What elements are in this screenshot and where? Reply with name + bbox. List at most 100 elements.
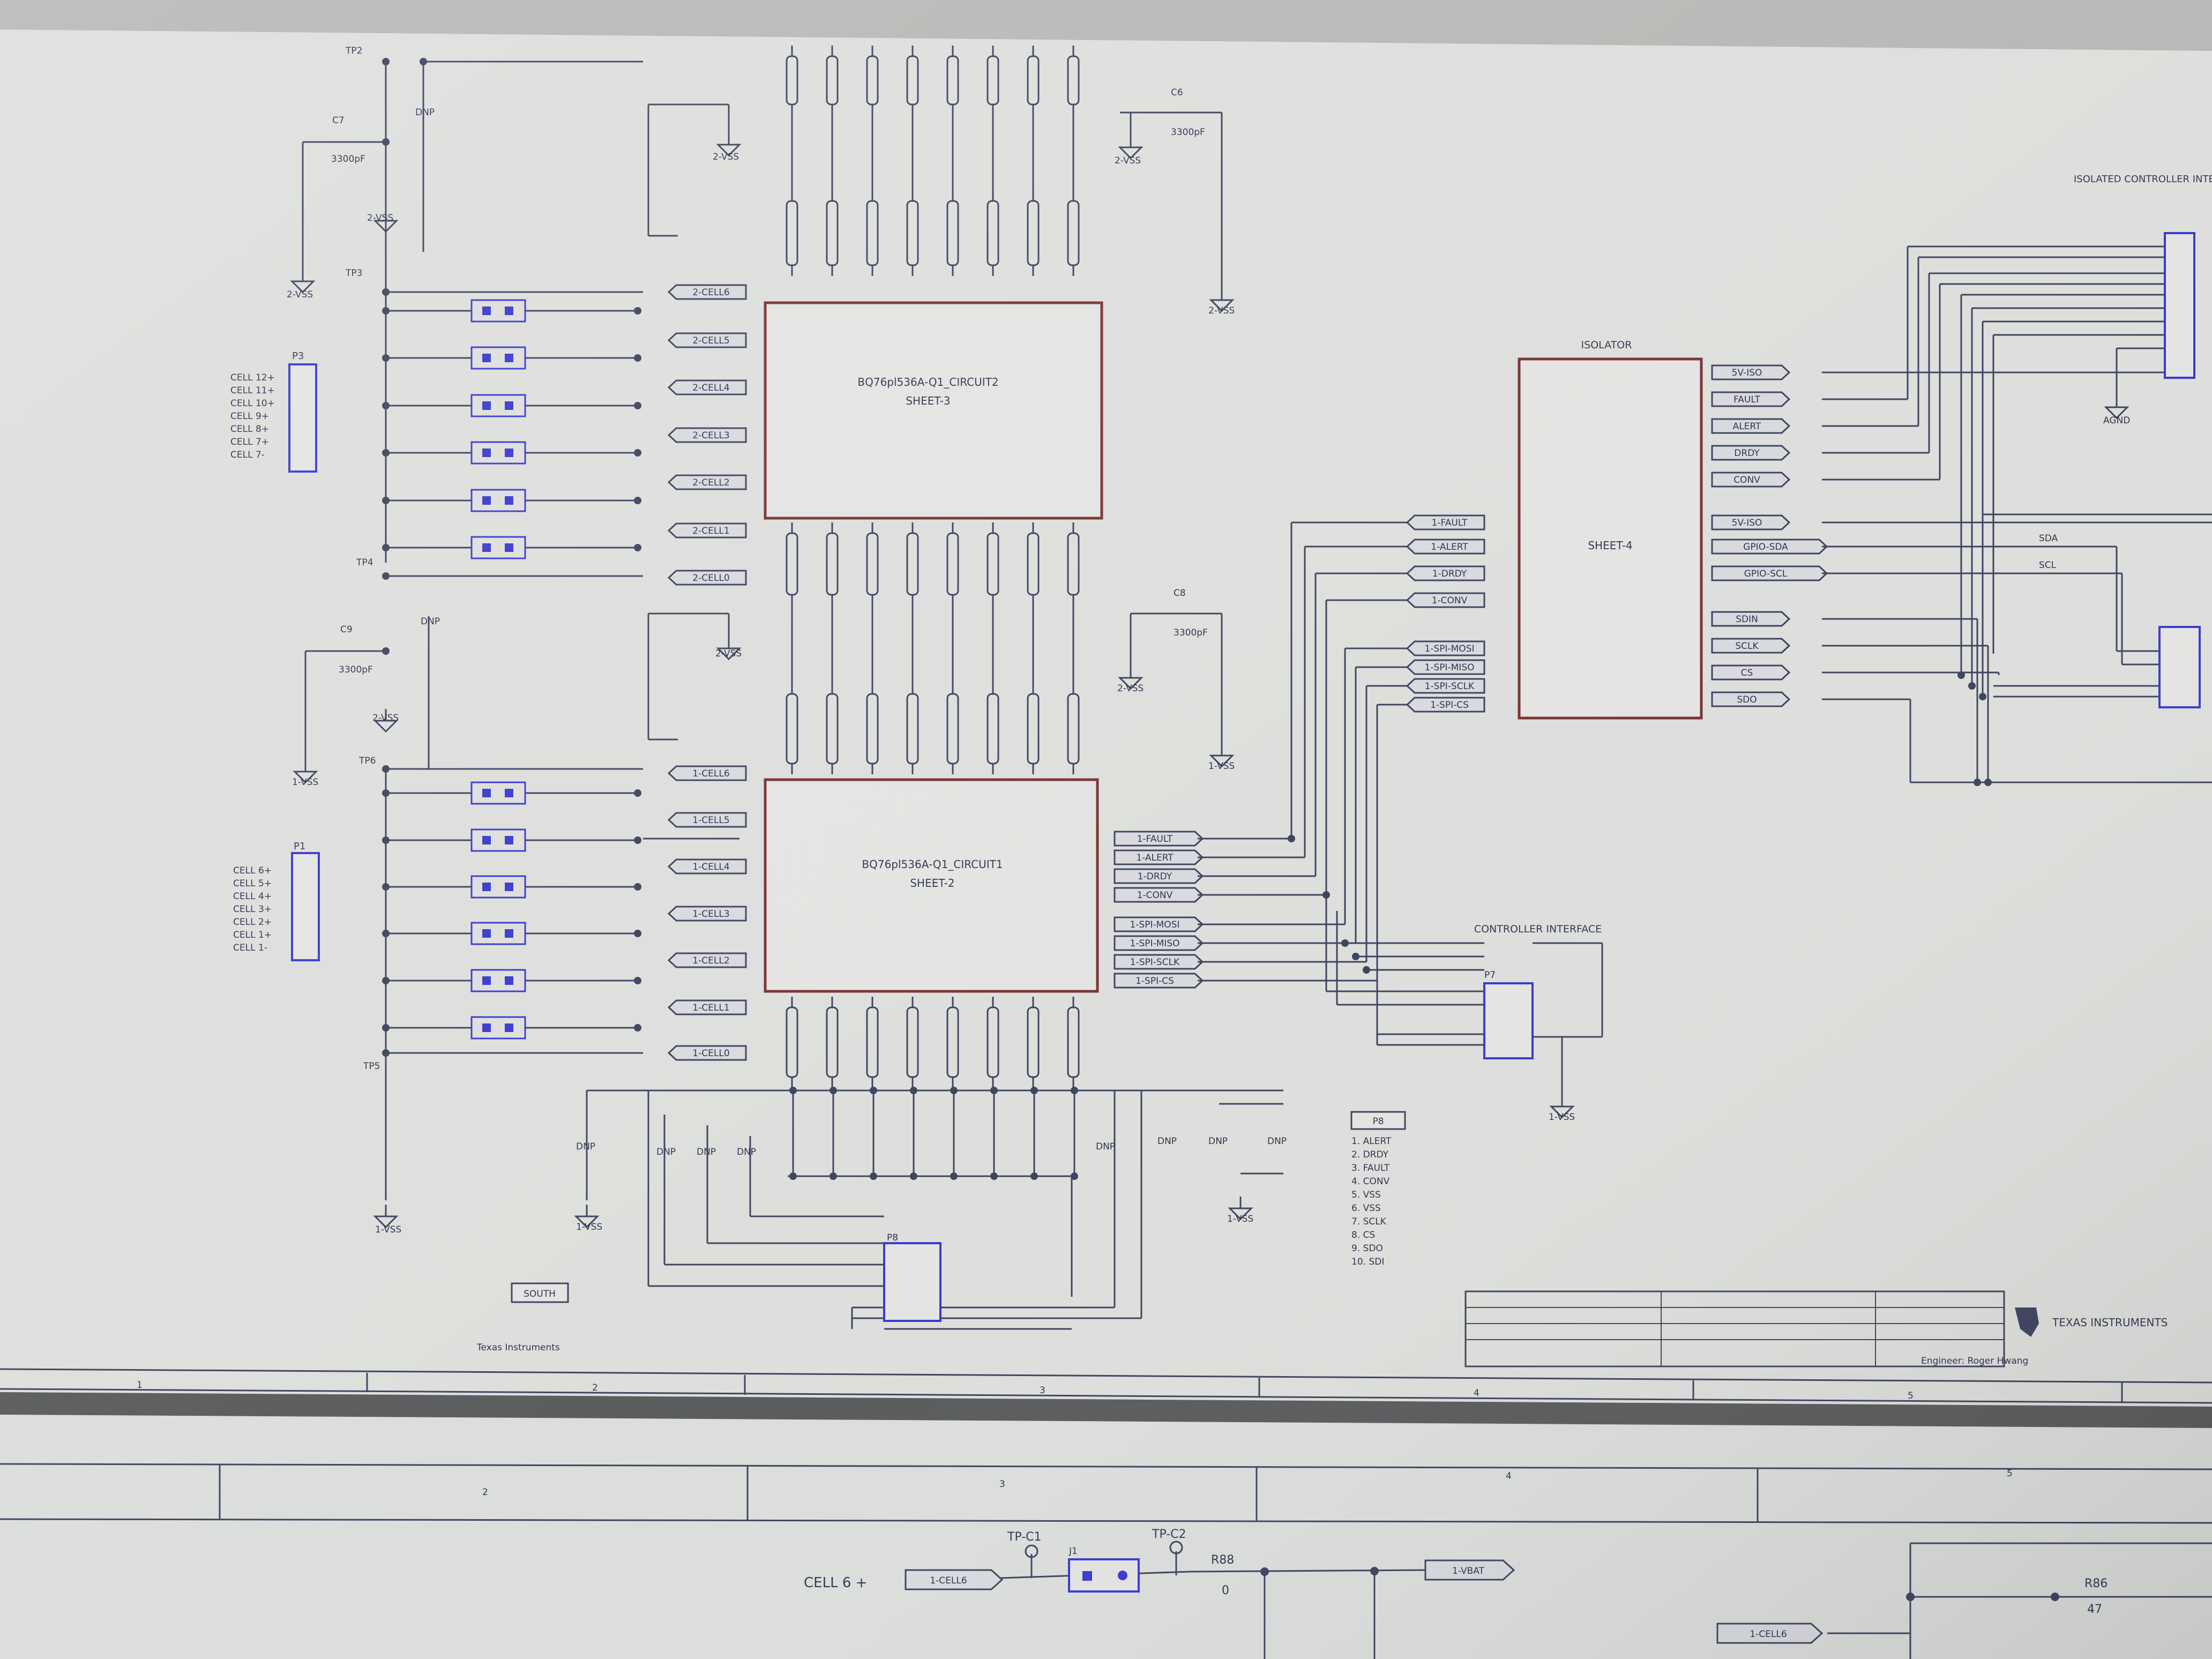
- ground-label: 2-VSS: [1115, 155, 1141, 166]
- p3-pin-label: CELL 9+: [230, 411, 269, 422]
- p1-pin-label: CELL 5+: [233, 878, 272, 889]
- p3-ref: P3: [292, 350, 304, 362]
- title-block-frame: [1464, 1290, 2005, 1367]
- pin-legend-item: 4. CONV: [1351, 1176, 1390, 1187]
- signal-label-sda: SDA: [2039, 533, 2058, 544]
- south-tag: SOUTH: [524, 1289, 556, 1299]
- isolated-interface-label: ISOLATED CONTROLLER INTERFACE: [2074, 174, 2212, 185]
- frame-number: 1: [137, 1380, 143, 1391]
- p7-ref: P7: [1484, 970, 1496, 981]
- pin-legend-item: 3. FAULT: [1351, 1163, 1390, 1174]
- test-point-label: TP5: [363, 1061, 380, 1072]
- p1-pin-label: CELL 6+: [233, 865, 272, 876]
- frame-number: 5: [2007, 1468, 2013, 1479]
- ground-label: 2-VSS: [1117, 683, 1144, 694]
- test-point-label: TP4: [356, 557, 373, 568]
- p1-pin-label: CELL 1+: [233, 930, 272, 940]
- cap-value: 3300pF: [339, 664, 373, 675]
- ground-label: 2-VSS: [715, 648, 742, 659]
- connector-p1: [291, 852, 320, 961]
- dnp-tags: DNP DNP DNP DNP DNP DNP DNP DNP DNP DNP: [415, 107, 1287, 1157]
- jumper-j1-label: J1: [1068, 1546, 1078, 1557]
- jumper-j1-pin: [1118, 1571, 1127, 1580]
- ground-label: 1-VSS: [1208, 761, 1235, 772]
- frame-number: 4: [1506, 1471, 1512, 1482]
- disclaimer-company: Texas Instruments: [476, 1342, 560, 1353]
- test-point-label: TP6: [358, 756, 376, 766]
- resistor-r86-label: R86: [2084, 1577, 2108, 1590]
- jumper-j1-pin: [1082, 1571, 1092, 1581]
- next-port-cell-lower-text: 1-CELL6: [1750, 1629, 1787, 1640]
- frame-number: 2: [592, 1382, 598, 1393]
- pin-legend-item: 6. VSS: [1351, 1203, 1381, 1214]
- resistor-r88-label: R88: [1211, 1553, 1234, 1567]
- engineer-label: Engineer: Roger Hwang: [1921, 1356, 2028, 1366]
- connector-p8: [883, 1242, 941, 1322]
- p1-pin-labels: CELL 6+ CELL 5+ CELL 4+ CELL 3+ CELL 2+ …: [233, 865, 272, 953]
- tp-c2-label: TP-C2: [1152, 1528, 1186, 1541]
- next-sheet-detail: CELL 6 + 1-CELL6 TP-C1 TP-C2 J1 R88 0 1-…: [804, 1528, 2108, 1644]
- dnp-tag: DNP: [1157, 1136, 1177, 1147]
- p3-pin-label: CELL 7-: [230, 450, 265, 460]
- tp-c2-circle: [1169, 1541, 1183, 1555]
- resistor-r88-value: 0: [1222, 1584, 1229, 1597]
- block-circuit1-sheet: SHEET-2: [910, 877, 954, 890]
- test-point-label: TP2: [345, 46, 362, 56]
- pin-legend-item: 8. CS: [1351, 1230, 1375, 1240]
- junction-dot: [1260, 1567, 1269, 1576]
- ground-labels: 2-VSS 2-VSS 2-VSS 2-VSS 2-VSS 2-VSS 2-VS…: [287, 152, 2130, 1235]
- junction-dot: [1906, 1593, 1915, 1601]
- frame-numbers-lower: 2 3 4 5: [482, 1468, 2013, 1498]
- cap-value: 3300pF: [331, 154, 365, 165]
- frame-number: 4: [1474, 1388, 1479, 1399]
- next-port-vbat-text: 1-VBAT: [1452, 1566, 1485, 1576]
- pin-legend-item: 7. SCLK: [1351, 1216, 1387, 1227]
- p1-ref: P1: [294, 841, 305, 852]
- jumper-j1: [1068, 1558, 1140, 1593]
- cap-ref: C8: [1174, 588, 1186, 599]
- p1-pin-label: CELL 1-: [233, 943, 267, 953]
- frame-numbers-upper: 1 2 3 4 5: [137, 1380, 1914, 1401]
- cap-ref: C9: [340, 624, 353, 635]
- junction-dot: [1370, 1567, 1379, 1575]
- junction-dot: [2051, 1593, 2059, 1601]
- p3-pin-label: CELL 12+: [230, 372, 275, 383]
- block-isolator: [1518, 357, 1703, 720]
- resistor-r86-value: 47: [2087, 1603, 2102, 1616]
- p1-pin-label: CELL 4+: [233, 891, 272, 902]
- dnp-tag: DNP: [697, 1147, 716, 1157]
- controller-interface-label: CONTROLLER INTERFACE: [1474, 923, 1602, 935]
- block-circuit2-sheet: SHEET-3: [906, 394, 950, 407]
- p1-pin-label: CELL 3+: [233, 904, 272, 915]
- dnp-tag: DNP: [1267, 1136, 1287, 1147]
- tp-c1-circle: [1025, 1544, 1038, 1558]
- pin-legend-header: P8: [1372, 1116, 1384, 1127]
- next-cell-label: CELL 6 +: [804, 1575, 867, 1591]
- dnp-tag: DNP: [1096, 1141, 1115, 1152]
- connector-isolated: [2164, 232, 2195, 379]
- cap-value: 3300pF: [1174, 627, 1208, 638]
- test-points: TP2 TP3 TP4 TP6 TP5: [345, 46, 380, 1072]
- dnp-tag: DNP: [415, 107, 435, 118]
- ground-label: 2-VSS: [287, 289, 313, 300]
- connector-p5: [2158, 626, 2201, 708]
- dnp-tag: DNP: [656, 1147, 676, 1157]
- ground-label: 1-VSS: [375, 1224, 401, 1235]
- ground-label: 1-VSS: [1227, 1214, 1253, 1224]
- frame-number: 3: [999, 1479, 1005, 1490]
- pin-legend-item: 2. DRDY: [1351, 1149, 1389, 1160]
- p3-pin-label: CELL 8+: [230, 424, 269, 435]
- next-port-cell-text: 1-CELL6: [930, 1575, 967, 1586]
- ground-label: 2-VSS: [367, 213, 393, 223]
- cap-ref: C7: [332, 115, 345, 126]
- ground-label: 2-VSS: [713, 152, 739, 162]
- test-point-label: TP3: [345, 268, 362, 279]
- block-circuit2-title: BQ76pl536A-Q1_CIRCUIT2: [857, 376, 998, 388]
- pin-legend-item: 9. SDO: [1351, 1243, 1383, 1254]
- p3-pin-label: CELL 10+: [230, 398, 275, 409]
- pin-legend: 1. ALERT 2. DRDY 3. FAULT 4. CONV 5. VSS…: [1351, 1136, 1392, 1267]
- ground-label: 1-VSS: [1549, 1112, 1575, 1123]
